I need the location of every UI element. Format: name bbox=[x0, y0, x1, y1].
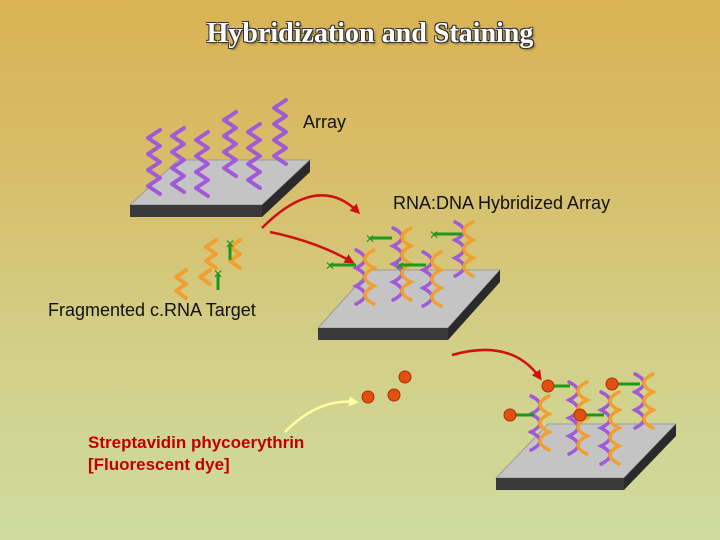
streptavidin-label-line2: [Fluorescent dye] bbox=[88, 455, 230, 474]
arrow-stain bbox=[284, 396, 359, 433]
hybridized-duplexes: ✕ ✕ ✕ ✕ bbox=[325, 220, 477, 308]
array-probes bbox=[146, 98, 288, 198]
slide-title: Hybridization and Staining bbox=[206, 18, 534, 49]
svg-text:✕: ✕ bbox=[429, 228, 439, 242]
svg-text:✕: ✕ bbox=[365, 232, 375, 246]
streptavidin-label-line1: Streptavidin phycoerythrin bbox=[88, 433, 305, 452]
array-label: Array bbox=[303, 112, 347, 132]
svg-text:✕: ✕ bbox=[225, 237, 235, 251]
target-label: Fragmented c.RNA Target bbox=[48, 300, 256, 320]
arrow-hybridized-to-stained bbox=[451, 348, 542, 381]
fragmented-targets: ✕✕ bbox=[174, 237, 242, 300]
streptavidin-label: Streptavidin phycoerythrin [Fluorescent … bbox=[88, 432, 304, 476]
stained-duplexes: ✕✕✕✕ bbox=[503, 372, 657, 466]
hybridized-array-label: RNA:DNA Hybridized Array bbox=[393, 193, 611, 213]
svg-text:✕: ✕ bbox=[325, 259, 335, 273]
fluorescent-dye-molecules bbox=[361, 370, 412, 404]
svg-text:✕: ✕ bbox=[213, 267, 223, 281]
arrow-array-to-hybridized bbox=[261, 194, 361, 229]
arrow-target-to-hybridized bbox=[269, 230, 355, 264]
svg-text:✕: ✕ bbox=[395, 259, 405, 273]
